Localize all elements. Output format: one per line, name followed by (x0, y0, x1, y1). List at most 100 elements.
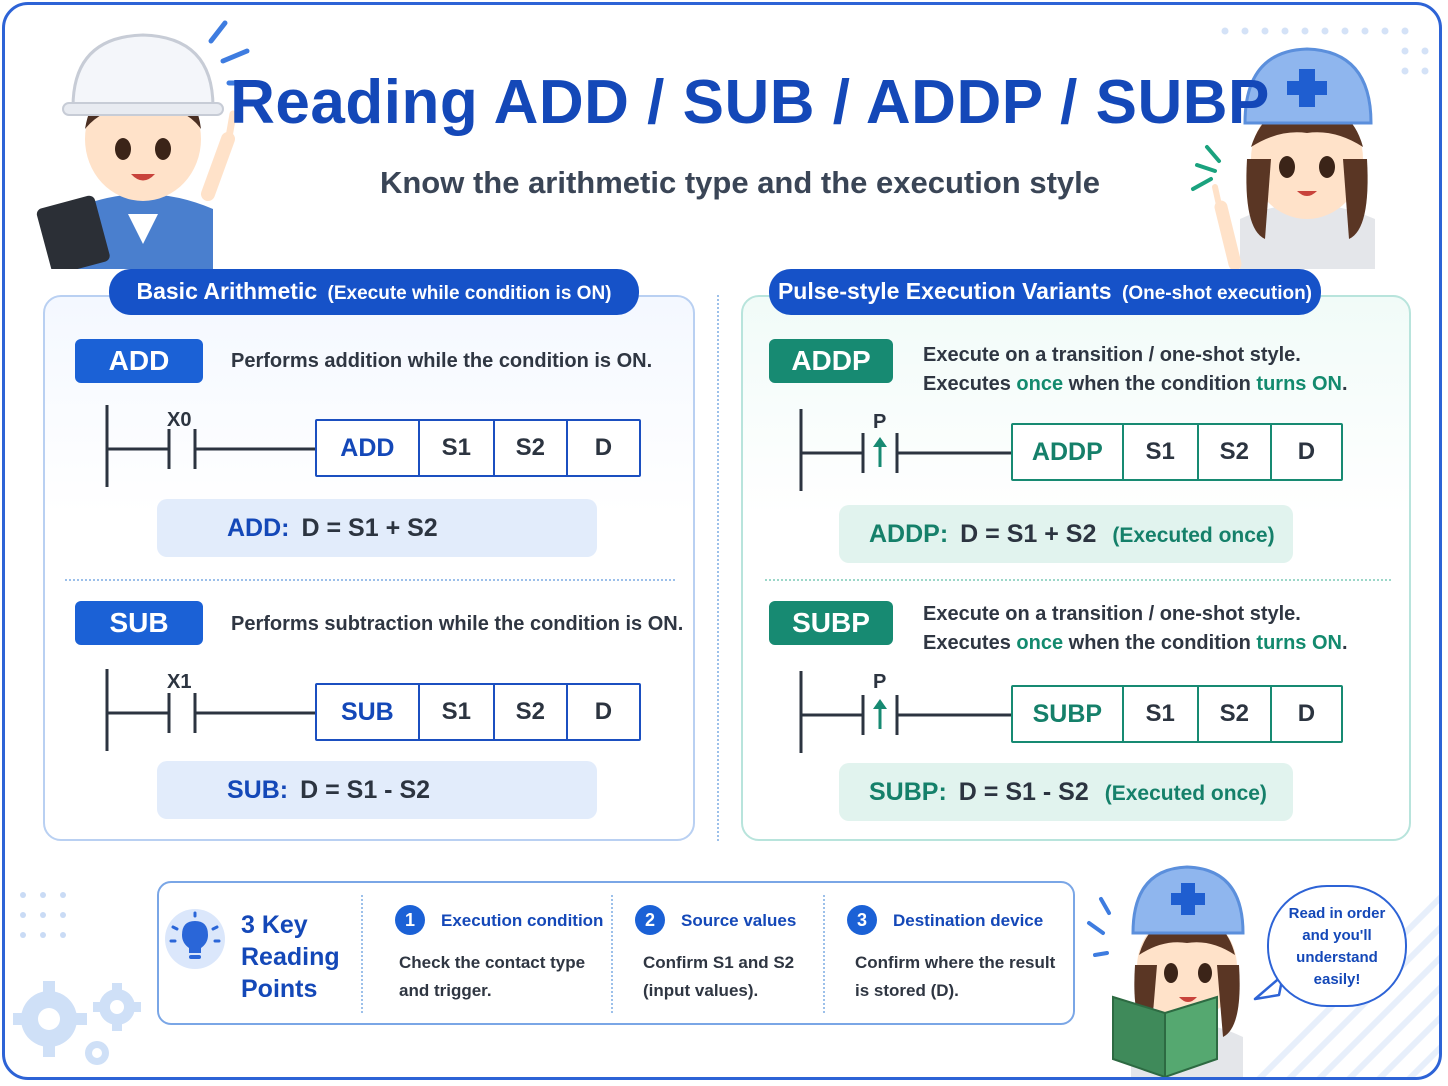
add-ladder-rung (105, 405, 320, 487)
subp-op-cell: SUBP (1013, 687, 1124, 741)
page-title: Reading ADD / SUB / ADDP / SUBP (230, 68, 1270, 137)
addp-contact-label: P (873, 411, 887, 433)
sub-instruction-block: SUB S1 S2 D (315, 683, 641, 741)
pulse-variants-heading: Pulse-style Execution Variants (One-shot… (769, 269, 1321, 315)
key-points-divider-3 (823, 895, 825, 1013)
subp-description: Execute on a transition / one-shot style… (923, 600, 1348, 658)
subp-formula: SUBP:D = S1 - S2(Executed once) (839, 763, 1293, 821)
pulse-variants-panel (741, 295, 1411, 841)
subp-ladder-rung (799, 671, 1014, 753)
basic-arithmetic-panel (43, 295, 695, 841)
addp-desc-turns: turns ON (1256, 373, 1342, 395)
key-point-2-line1: Confirm S1 and S2 (643, 953, 795, 972)
sub-s1-cell: S1 (420, 685, 495, 739)
key-point-2-text: Confirm S1 and S2 (input values). (643, 949, 794, 1005)
pulse-variants-heading-text: Pulse-style Execution Variants (777, 278, 1112, 304)
pulse-variants-heading-note: (One-shot execution) (1122, 283, 1313, 304)
subp-desc-line1: Execute on a transition / one-shot style… (923, 603, 1301, 625)
basic-arithmetic-heading-note: (Execute while condition is ON) (327, 283, 612, 304)
addp-formula-key: ADDP: (869, 520, 949, 548)
sub-tag: SUB (75, 601, 203, 645)
subp-tag: SUBP (769, 601, 893, 645)
key-point-1-line2: and trigger. (399, 981, 492, 1000)
sub-description: Performs subtraction while the condition… (231, 613, 684, 635)
subp-desc-once: once (1016, 632, 1064, 654)
key-point-2-title: Source values (681, 911, 797, 930)
key-points-divider-1 (361, 895, 363, 1013)
key-point-3-text: Confirm where the result is stored (D). (855, 949, 1055, 1005)
add-contact-label: X0 (167, 409, 192, 431)
key-point-1-line1: Check the contact type (399, 953, 586, 972)
subp-d-cell: D (1297, 700, 1316, 727)
bubble-line1: Read in order (1288, 905, 1386, 922)
key-point-2-number: 2 (635, 905, 665, 935)
addp-ladder-rung (799, 409, 1014, 491)
subp-s2-cell: S2 (1199, 687, 1272, 741)
addp-desc-mid: when the condition (1063, 373, 1257, 395)
decorative-dots (1221, 27, 1429, 75)
key-points-title: 3 Key Reading Points (241, 909, 340, 1005)
reading-worker-illustration (1087, 865, 1245, 1077)
center-divider (717, 295, 719, 841)
key-points-box (157, 881, 1075, 1025)
add-tag: ADD (75, 339, 203, 383)
addp-description: Execute on a transition / one-shot style… (923, 341, 1348, 399)
sub-s2-cell: S2 (495, 685, 568, 739)
key-point-1-title: Execution condition (441, 911, 604, 930)
addp-desc-line2: Executes once when the condition turns O… (923, 370, 1348, 399)
subp-contact-label: P (873, 671, 887, 693)
lightbulb-icon (165, 909, 225, 969)
add-formula-expr: D = S1 + S2 (301, 514, 438, 542)
worker-girl-illustration (1191, 47, 1375, 269)
subp-desc-turns: turns ON (1256, 632, 1342, 654)
page-subtitle: Know the arithmetic type and the executi… (379, 165, 1101, 200)
gear-icon (13, 892, 141, 1065)
right-divider (765, 579, 1391, 581)
addp-op-cell: ADDP (1013, 425, 1124, 479)
bubble-line2: and you'll (1302, 927, 1372, 944)
addp-desc-line1: Execute on a transition / one-shot style… (923, 344, 1301, 366)
key-points-title-line2: Reading (241, 943, 340, 971)
sub-contact-label: X1 (167, 671, 192, 693)
key-point-2-line2: (input values). (643, 981, 759, 1000)
sub-ladder-rung (105, 669, 320, 751)
add-op-cell: ADD (317, 421, 420, 475)
add-d-cell: D (594, 434, 613, 461)
sub-d-cell: D (594, 698, 613, 725)
add-formula-key: ADD: (227, 514, 290, 542)
left-divider (65, 579, 675, 581)
addp-d-cell: D (1297, 438, 1316, 465)
addp-desc-pre: Executes (923, 373, 1017, 395)
addp-formula: ADDP: D = S1 + S2 (Executed once) (839, 505, 1293, 563)
key-point-3-line1: Confirm where the result (855, 953, 1056, 972)
key-points-title-line1: 3 Key (241, 911, 308, 939)
addp-formula-note: (Executed once) (1112, 524, 1275, 547)
basic-arithmetic-heading-text: Basic Arithmetic (136, 278, 318, 304)
subp-instruction-block: SUBP S1 S2 D (1011, 685, 1343, 743)
sub-formula-expr: D = S1 - S2 (300, 776, 431, 804)
bubble-line4: easily! (1313, 971, 1361, 988)
basic-arithmetic-heading: Basic Arithmetic (Execute while conditio… (109, 269, 639, 315)
subp-desc-line2: Executes once when the condition turns O… (923, 629, 1348, 658)
sub-op-cell: SUB (317, 685, 420, 739)
subp-desc-pre: Executes (923, 632, 1017, 654)
add-s1-cell: S1 (420, 421, 495, 475)
key-point-1-text: Check the contact type and trigger. (399, 949, 585, 1005)
key-points-title-line3: Points (241, 975, 318, 1003)
addp-formula-expr: D = S1 + S2 (960, 520, 1097, 548)
sub-formula-key: SUB: (227, 776, 289, 804)
add-s2-cell: S2 (495, 421, 568, 475)
key-points-divider-2 (611, 895, 613, 1013)
subp-desc-end: . (1341, 632, 1348, 654)
key-point-1-number: 1 (395, 905, 425, 935)
addp-instruction-block: ADDP S1 S2 D (1011, 423, 1343, 481)
addp-s1-cell: S1 (1124, 425, 1199, 479)
subp-formula-note: (Executed once) (1104, 782, 1267, 805)
addp-tag: ADDP (769, 339, 893, 383)
addp-s2-cell: S2 (1199, 425, 1272, 479)
addp-desc-end: . (1341, 373, 1348, 395)
subp-s1-cell: S1 (1124, 687, 1199, 741)
subp-desc-mid: when the condition (1063, 632, 1257, 654)
key-point-3-line2: is stored (D). (855, 981, 959, 1000)
